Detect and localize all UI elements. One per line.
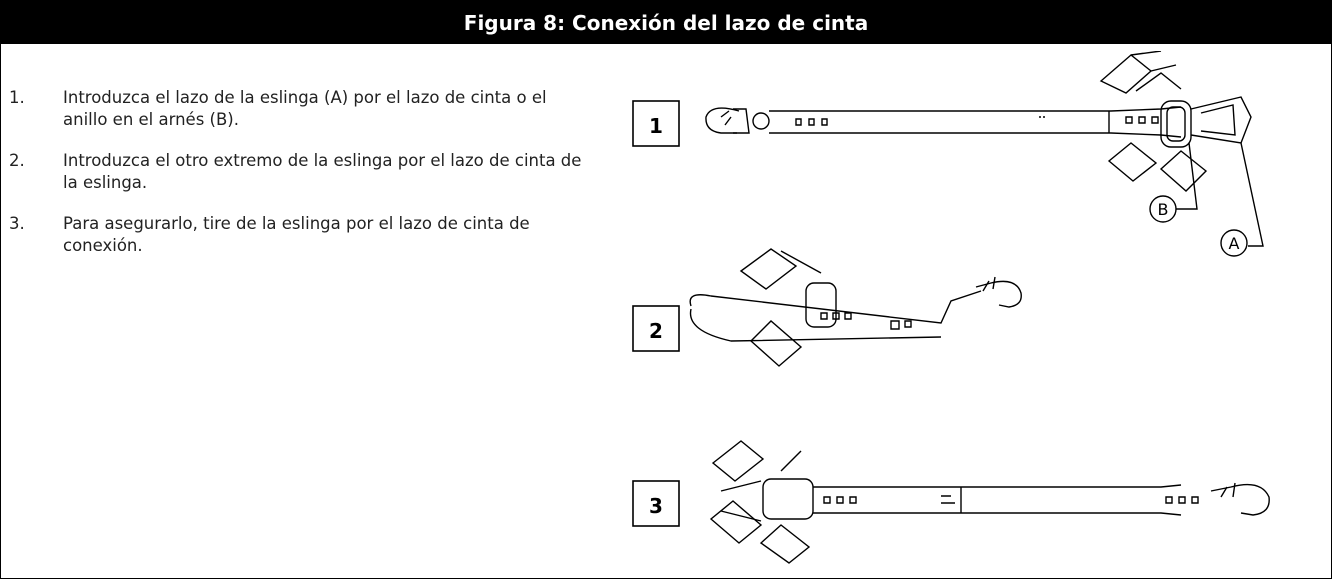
lanyard-illustration: 1 2 3 B A: [632, 51, 1270, 564]
step-text: Para asegurarlo, tire de la eslinga por …: [63, 214, 530, 255]
step-text: Introduzca el lazo de la eslinga (A) por…: [63, 88, 547, 129]
step-number: 3.: [9, 214, 25, 233]
harness-webbing-icon: [1099, 51, 1208, 192]
figure-title: Figura 8: Conexión del lazo de cinta: [1, 1, 1331, 44]
instruction-step-2: 2. Introduzca el otro extremo de la esli…: [9, 150, 589, 194]
illustration-step-1: [632, 51, 1264, 257]
callout-a: A: [1229, 234, 1240, 253]
instruction-list: 1. Introduzca el lazo de la eslinga (A) …: [9, 87, 589, 276]
step-label-2: 2: [649, 319, 663, 343]
instruction-step-1: 1. Introduzca el lazo de la eslinga (A) …: [9, 87, 589, 131]
snap-hook-icon: [705, 107, 770, 134]
instruction-step-3: 3. Para asegurarlo, tire de la eslinga p…: [9, 213, 589, 257]
step-number: 2.: [9, 151, 25, 170]
step-number: 1.: [9, 88, 25, 107]
callout-b: B: [1158, 200, 1169, 219]
step-text: Introduzca el otro extremo de la eslinga…: [63, 151, 582, 192]
illustration-step-3: [632, 440, 1270, 564]
illustration-step-2: [632, 248, 1022, 367]
step-label-3: 3: [649, 494, 663, 518]
step-label-1: 1: [649, 114, 663, 138]
